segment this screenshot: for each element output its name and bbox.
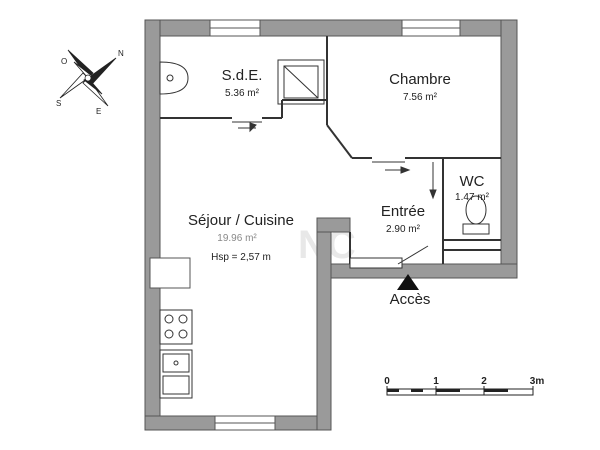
wc-area: 1.47 m² [455,192,490,203]
compass-east-label: E [96,107,101,116]
scale-tick-1: 1 [433,376,439,387]
kitchen-units [159,309,193,399]
interior-walls [160,36,501,264]
compass-south-label: S [56,99,61,108]
scale-tick-3: 3m [530,376,545,387]
entree-area: 2.90 m² [386,224,421,235]
chambre-area: 7.56 m² [403,92,438,103]
chambre-name: Chambre [389,71,451,88]
sde-name: S.d.E. [222,67,263,84]
toilet [462,195,490,235]
entree-name: Entrée [381,203,425,220]
wc-name: WC [460,173,485,190]
compass-rose-icon [59,49,117,107]
sliding-doors [232,121,437,200]
scale-bar [386,386,534,396]
compass-west-label: O [61,57,67,66]
sejour-height: Hsp = 2,57 m [211,252,271,263]
sejour-name: Séjour / Cuisine [188,212,294,229]
shower [277,59,325,105]
access-label: Accès [390,291,431,308]
sejour-area: 19.96 m² [217,233,257,244]
compass-north-label: N [118,49,124,58]
scale-tick-2: 2 [481,376,487,387]
sde-area: 5.36 m² [225,88,260,99]
washbasin [159,61,189,95]
windows [149,19,461,431]
scale-tick-0: 0 [384,376,390,387]
entrance-door [349,245,429,290]
